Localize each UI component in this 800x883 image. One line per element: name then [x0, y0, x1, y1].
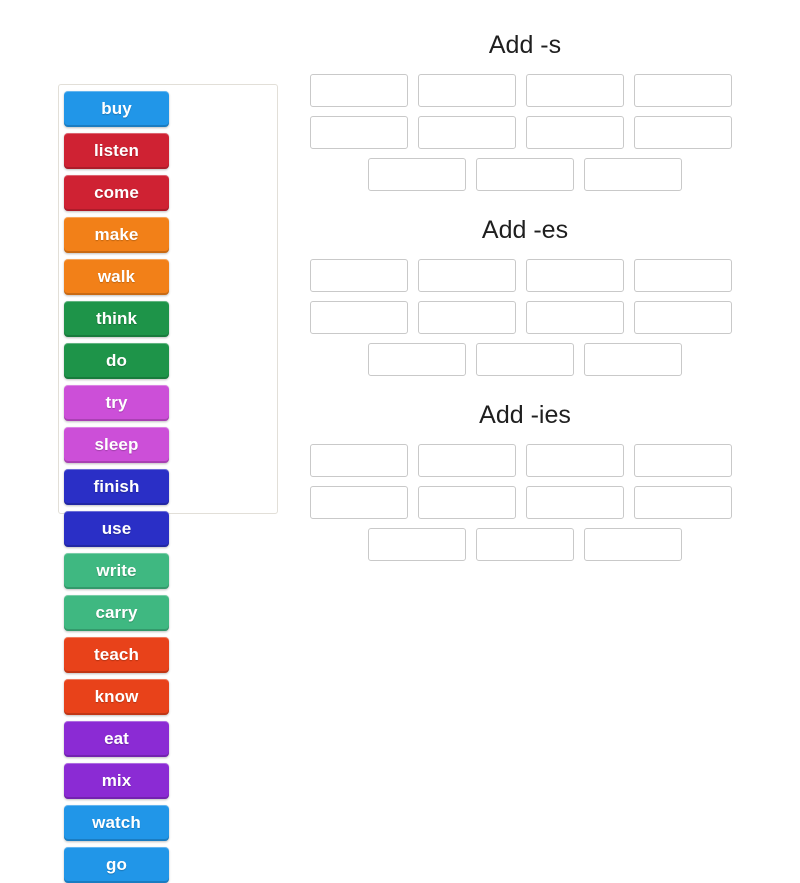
drop-slot[interactable] [418, 486, 516, 519]
drop-slot[interactable] [634, 486, 732, 519]
group-0: Add -s [310, 30, 740, 200]
drop-slot[interactable] [584, 158, 682, 191]
drop-slot[interactable] [526, 74, 624, 107]
word-tile-make[interactable]: make [64, 217, 169, 253]
drop-slot[interactable] [418, 301, 516, 334]
word-tile-walk[interactable]: walk [64, 259, 169, 295]
drop-slot[interactable] [368, 158, 466, 191]
word-tile-try[interactable]: try [64, 385, 169, 421]
slot-row [310, 444, 740, 477]
group-1: Add -es [310, 215, 740, 385]
slot-row [310, 158, 740, 191]
drop-slot[interactable] [476, 528, 574, 561]
word-tile-teach[interactable]: teach [64, 637, 169, 673]
drop-slot[interactable] [310, 74, 408, 107]
drop-slot[interactable] [418, 259, 516, 292]
slot-row [310, 343, 740, 376]
drop-slot[interactable] [368, 343, 466, 376]
slot-row [310, 301, 740, 334]
word-bank-panel: buy listen come make walk think do try sleep fini… [58, 84, 278, 883]
drop-slot[interactable] [310, 444, 408, 477]
slot-row [310, 259, 740, 292]
drop-slot[interactable] [476, 158, 574, 191]
drop-slot[interactable] [418, 444, 516, 477]
word-tile-write[interactable]: write [64, 553, 169, 589]
drop-slot[interactable] [584, 528, 682, 561]
word-tile-sleep[interactable]: sleep [64, 427, 169, 463]
drop-slot[interactable] [310, 486, 408, 519]
word-tile-think[interactable]: think [64, 301, 169, 337]
word-tile-come[interactable]: come [64, 175, 169, 211]
group-title: Add -es [481, 216, 569, 244]
drop-slot[interactable] [526, 116, 624, 149]
group-title: Add -s [488, 31, 562, 59]
drop-slot[interactable] [368, 528, 466, 561]
drop-slot[interactable] [634, 301, 732, 334]
word-tile-listen[interactable]: listen [64, 133, 169, 169]
drop-slot[interactable] [634, 74, 732, 107]
drop-slot[interactable] [310, 259, 408, 292]
drop-slot[interactable] [418, 74, 516, 107]
drop-slot[interactable] [476, 343, 574, 376]
word-tile-go[interactable]: go [64, 847, 169, 883]
word-tile-mix[interactable]: mix [64, 763, 169, 799]
slot-row [310, 74, 740, 107]
drop-slot[interactable] [634, 444, 732, 477]
word-tile-use[interactable]: use [64, 511, 169, 547]
drop-slot[interactable] [526, 259, 624, 292]
word-tile-buy[interactable]: buy [64, 91, 169, 127]
word-tile-finish[interactable]: finish [64, 469, 169, 505]
word-bank-grid: buy listen come make walk think do try sleep fini… [64, 91, 272, 883]
word-tile-watch[interactable]: watch [64, 805, 169, 841]
drop-slot[interactable] [418, 116, 516, 149]
drop-slot[interactable] [310, 116, 408, 149]
drop-slot[interactable] [526, 444, 624, 477]
word-tile-eat[interactable]: eat [64, 721, 169, 757]
group-title: Add -ies [479, 401, 571, 429]
word-tile-do[interactable]: do [64, 343, 169, 379]
word-tile-know[interactable]: know [64, 679, 169, 715]
drop-slot[interactable] [634, 259, 732, 292]
group-2: Add -ies [310, 400, 740, 570]
slot-row [310, 528, 740, 561]
word-tile-carry[interactable]: carry [64, 595, 169, 631]
drop-slot[interactable] [310, 301, 408, 334]
slot-row [310, 486, 740, 519]
drop-slot[interactable] [526, 486, 624, 519]
drop-slot[interactable] [584, 343, 682, 376]
drop-slot[interactable] [526, 301, 624, 334]
drop-slot[interactable] [634, 116, 732, 149]
slot-row [310, 116, 740, 149]
